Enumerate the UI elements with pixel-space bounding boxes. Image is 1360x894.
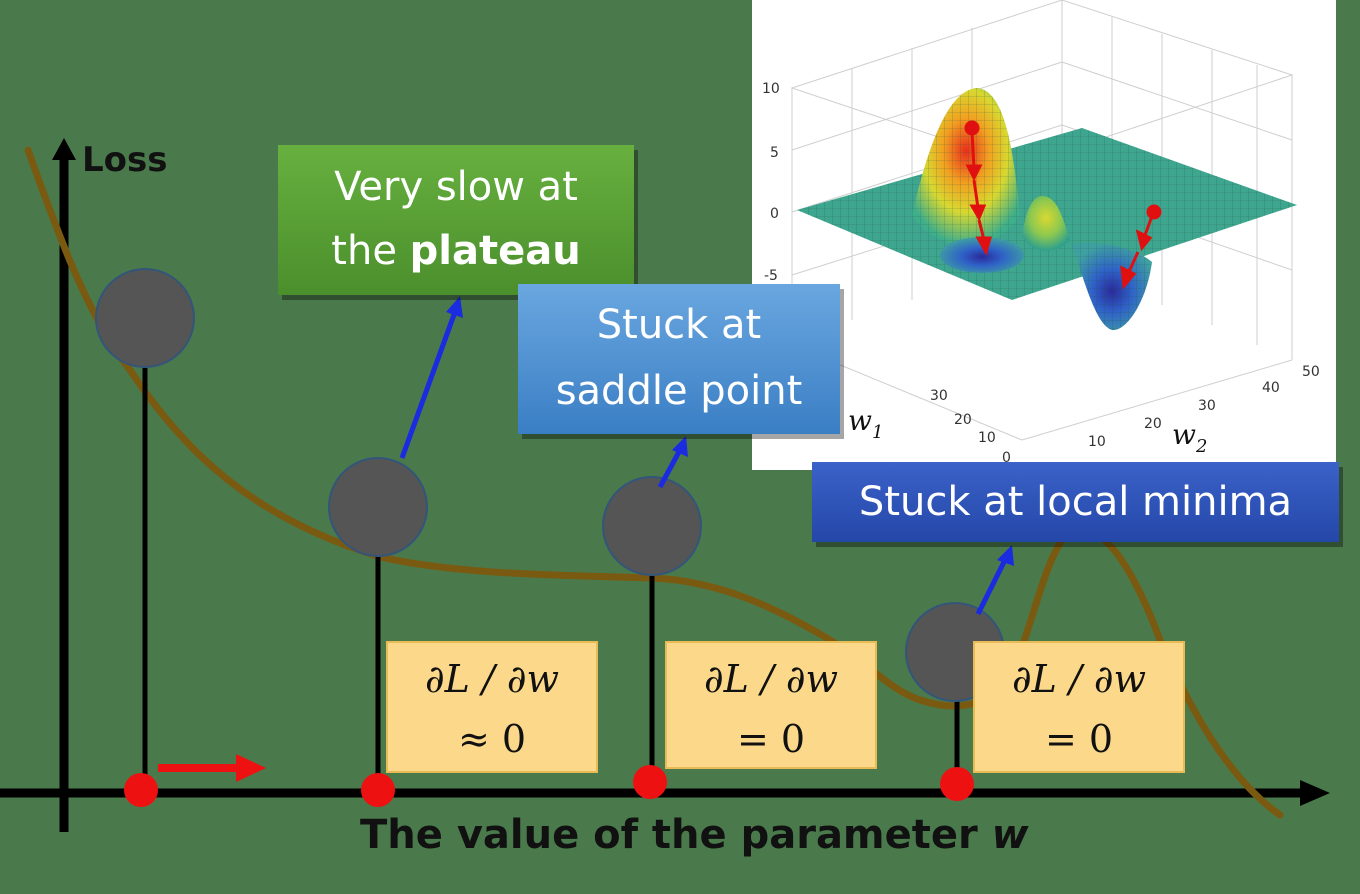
descent-path-2 [1120,204,1162,290]
y-axis-label: Loss [82,140,168,180]
x-axis-label-variable: w [991,812,1029,858]
saddle-callout-line2: saddle point [555,368,803,414]
saddle-callout-line1: Stuck at [596,302,762,348]
z-tick: 0 [770,206,779,222]
gradient-label-saddle: ∂L / ∂w = 0 [665,641,877,769]
gradient-value: ≈ 0 [457,717,527,761]
z-tick: 5 [770,145,779,161]
w2-tick: 50 [1302,364,1320,380]
w2-tick: 20 [1144,416,1162,432]
x-axis-label: The value of the parameter w [360,812,1029,858]
surface-bump [1022,195,1070,251]
z-axis-ticks: 10 5 0 -5 [762,81,780,284]
w1-tick: 0 [1002,450,1011,466]
w1-axis-ticks: 30 20 10 0 [930,388,1011,466]
descent-path-1 [964,120,992,256]
loss-curve [24,146,1284,819]
plateau-callout: Very slow at the plateau [278,145,634,295]
plateau-callout-line1: Very slow at [334,164,578,210]
pointer-saddle [657,448,683,489]
w1-tick: 30 [930,388,948,404]
gradient-label-local-minimum: ∂L / ∂w = 0 [973,641,1185,773]
pointer-plateau-head [446,296,463,318]
w2-tick: 30 [1198,398,1216,414]
w1-axis-label: w1 [848,404,883,443]
pointer-plateau [399,311,458,459]
gradient-expression: ∂L / ∂w [1011,657,1147,701]
surface-plot: 10 5 0 -5 30 20 10 0 50 40 30 20 10 w1 w… [762,0,1320,466]
marker-1 [124,773,158,807]
w2-tick: 40 [1262,380,1280,396]
surface-pit-left [940,237,1024,273]
marker-2 [361,773,395,807]
z-tick: 10 [762,81,780,97]
w2-axis-ticks: 50 40 30 20 10 [1088,364,1320,450]
gradient-expression: ∂L / ∂w [703,657,839,701]
y-axis-arrowhead [52,138,76,160]
w1-tick: 10 [978,430,996,446]
saddle-callout: Stuck at saddle point [518,284,840,434]
x-axis-arrowhead [1300,780,1330,806]
plateau-keyword: plateau [409,228,581,274]
ball-plateau [328,457,428,557]
pointer-local [975,558,1008,616]
marker-3 [633,765,667,799]
pointer-saddle-head [672,436,688,457]
ball-saddle [602,476,702,576]
gradient-value: = 0 [1044,717,1114,761]
marker-4 [940,767,974,801]
z-tick: -5 [764,268,778,284]
w1-tick: 20 [954,412,972,428]
pointer-local-head [997,545,1014,566]
w2-axis-label: w2 [1172,418,1207,457]
gradient-value: = 0 [736,717,806,761]
gradient-label-plateau: ∂L / ∂w ≈ 0 [386,641,598,773]
local-minima-callout: Stuck at local minima [812,462,1339,542]
gradient-expression: ∂L / ∂w [424,657,560,701]
x-axis-label-text: The value of the parameter [360,812,992,858]
surface-plot-panel: 10 5 0 -5 30 20 10 0 50 40 30 20 10 w1 w… [752,0,1336,470]
w2-tick: 10 [1088,434,1106,450]
plateau-callout-line2: the plateau [331,228,581,274]
direction-arrow-head [236,754,266,782]
ball-start [95,268,195,368]
